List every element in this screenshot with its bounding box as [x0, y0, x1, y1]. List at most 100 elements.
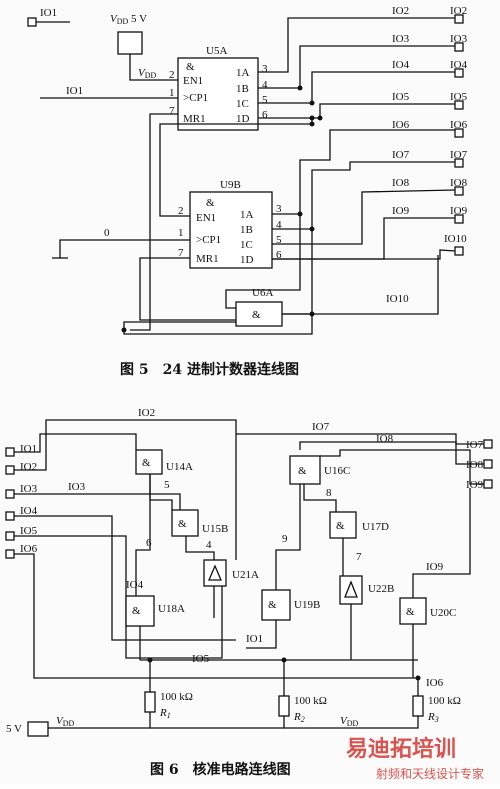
- port-f6-io1: [5, 447, 15, 457]
- u17d-name: U17D: [362, 521, 389, 533]
- u21a-name: U21A: [232, 569, 259, 581]
- port-label-f6-io8: IO8: [466, 459, 484, 471]
- u15b-amp: &: [178, 518, 187, 530]
- u9b-num-3: 3: [276, 203, 282, 215]
- net-f6-io1: IO1: [246, 633, 263, 645]
- u20c-name: U20C: [430, 607, 456, 619]
- u19b-name: U19B: [294, 599, 320, 611]
- vdd-supply-label: VDD 5 V: [110, 13, 147, 26]
- net-io8: IO8: [392, 177, 410, 189]
- u5a-pin-mr1: MR1: [183, 113, 206, 125]
- port-io2: [454, 14, 464, 24]
- port-label-f6-io9: IO9: [466, 479, 484, 491]
- net-0: 0: [104, 227, 110, 239]
- watermark-subtitle: 射频和天线设计专家: [376, 766, 484, 781]
- u9b-amp: &: [206, 197, 215, 209]
- port-io8: [454, 186, 464, 196]
- net-io2: IO2: [392, 5, 409, 17]
- port-io4: [454, 68, 464, 78]
- r3-value: 100 kΩ: [428, 695, 461, 707]
- vdd-pin-label: VDD: [138, 67, 157, 80]
- port-label-io9: IO9: [450, 205, 468, 217]
- port-f6-io6: [5, 549, 15, 559]
- u15b-name: U15B: [202, 523, 228, 535]
- port-io1-top: [27, 17, 37, 27]
- buffer-u22b: [339, 575, 363, 605]
- u9b-pin-1a: 1A: [240, 209, 254, 221]
- u5a-num-1: 1: [169, 87, 175, 99]
- fig5-right-ports: IO2 IO3 IO4 IO5 IO6 IO7 IO8 IO9 IO10: [444, 5, 468, 256]
- net-io1: IO1: [66, 85, 83, 97]
- r1-name: R1: [159, 707, 171, 720]
- port-io9: [454, 214, 464, 224]
- port-io7: [454, 158, 464, 168]
- label-f6-io2: IO2: [20, 461, 37, 473]
- u18a-amp: &: [132, 605, 141, 617]
- u5a-num-3: 3: [262, 63, 268, 75]
- label-f6-io3: IO3: [20, 483, 38, 495]
- u9b-name: U9B: [220, 179, 241, 191]
- net-f6-io6: IO6: [426, 677, 444, 689]
- port-label-io8: IO8: [450, 177, 468, 189]
- port-f6-io3: [5, 489, 15, 499]
- pin-7: 7: [356, 551, 362, 563]
- f6-vdd-left: VDD: [56, 715, 75, 728]
- pin-6: 6: [146, 537, 152, 549]
- u19b-amp: &: [268, 599, 277, 611]
- port-f6-io7: [483, 439, 493, 449]
- u5a-num-2: 2: [169, 69, 175, 81]
- net-io7: IO7: [392, 149, 410, 161]
- gate-u6a: [235, 301, 283, 327]
- net-io10: IO10: [386, 293, 409, 305]
- u16c-amp: &: [298, 465, 307, 477]
- port-f6-io5: [5, 531, 15, 541]
- u5a-pin-1a: 1A: [236, 67, 250, 79]
- u5a-num-4: 4: [262, 79, 268, 91]
- watermark-brand: 易迪拓培训: [346, 736, 456, 762]
- pin-8: 8: [326, 487, 332, 499]
- u9b-num-5: 5: [276, 234, 282, 246]
- port-io6: [454, 128, 464, 138]
- u5a-pin-1c: 1C: [236, 98, 249, 110]
- u5a-num-6: 6: [262, 109, 268, 121]
- port-f6-io9: [483, 479, 493, 489]
- label-f6-io4: IO4: [20, 505, 38, 517]
- gate-u14a: [135, 449, 163, 475]
- net-io6: IO6: [392, 119, 410, 131]
- figure-5: IO1 VDD 5 V VDD IO1 U5A & EN1 >CP1 MR1 1…: [27, 5, 468, 378]
- counter-u9b: [189, 191, 273, 269]
- u14a-name: U14A: [166, 461, 193, 473]
- gate-u18a: [125, 595, 155, 627]
- port-io10: [454, 246, 464, 256]
- u5a-num-5: 5: [262, 94, 268, 106]
- gate-u17d: [329, 511, 357, 539]
- u21a-triangle: [208, 564, 222, 581]
- u9b-num-4: 4: [276, 219, 282, 231]
- u6a-amp: &: [252, 309, 261, 321]
- r2-name: R2: [293, 711, 305, 724]
- u5a-amp: &: [186, 61, 195, 73]
- u9b-num-1: 1: [178, 227, 184, 239]
- u9b-pin-1c: 1C: [240, 239, 253, 251]
- f6-supply-box: [27, 721, 49, 737]
- net-f6-io8: IO8: [376, 433, 394, 445]
- u22b-name: U22B: [368, 583, 394, 595]
- fig6-left-ports: IO1 IO2 IO3 IO4 IO5 IO6: [5, 443, 38, 559]
- r3-name: R3: [427, 711, 439, 724]
- figure-5-caption: 图 5 24 进制计数器连线图: [120, 361, 299, 378]
- port-label-io5: IO5: [450, 91, 468, 103]
- port-label-io2: IO2: [450, 5, 467, 17]
- pin-4: 4: [206, 539, 212, 551]
- label-f6-io5: IO5: [20, 525, 38, 537]
- u14a-amp: &: [142, 457, 151, 469]
- port-io3: [454, 42, 464, 52]
- u9b-pin-en1: EN1: [196, 212, 216, 224]
- port-label-io7: IO7: [450, 149, 468, 161]
- u9b-pin-1d: 1D: [240, 254, 254, 266]
- net-f6-io3: IO3: [68, 481, 86, 493]
- u5a-num-7: 7: [169, 105, 175, 117]
- label-f6-io1: IO1: [20, 443, 37, 455]
- resistor-r1: [144, 691, 156, 713]
- u9b-num-7: 7: [178, 247, 184, 259]
